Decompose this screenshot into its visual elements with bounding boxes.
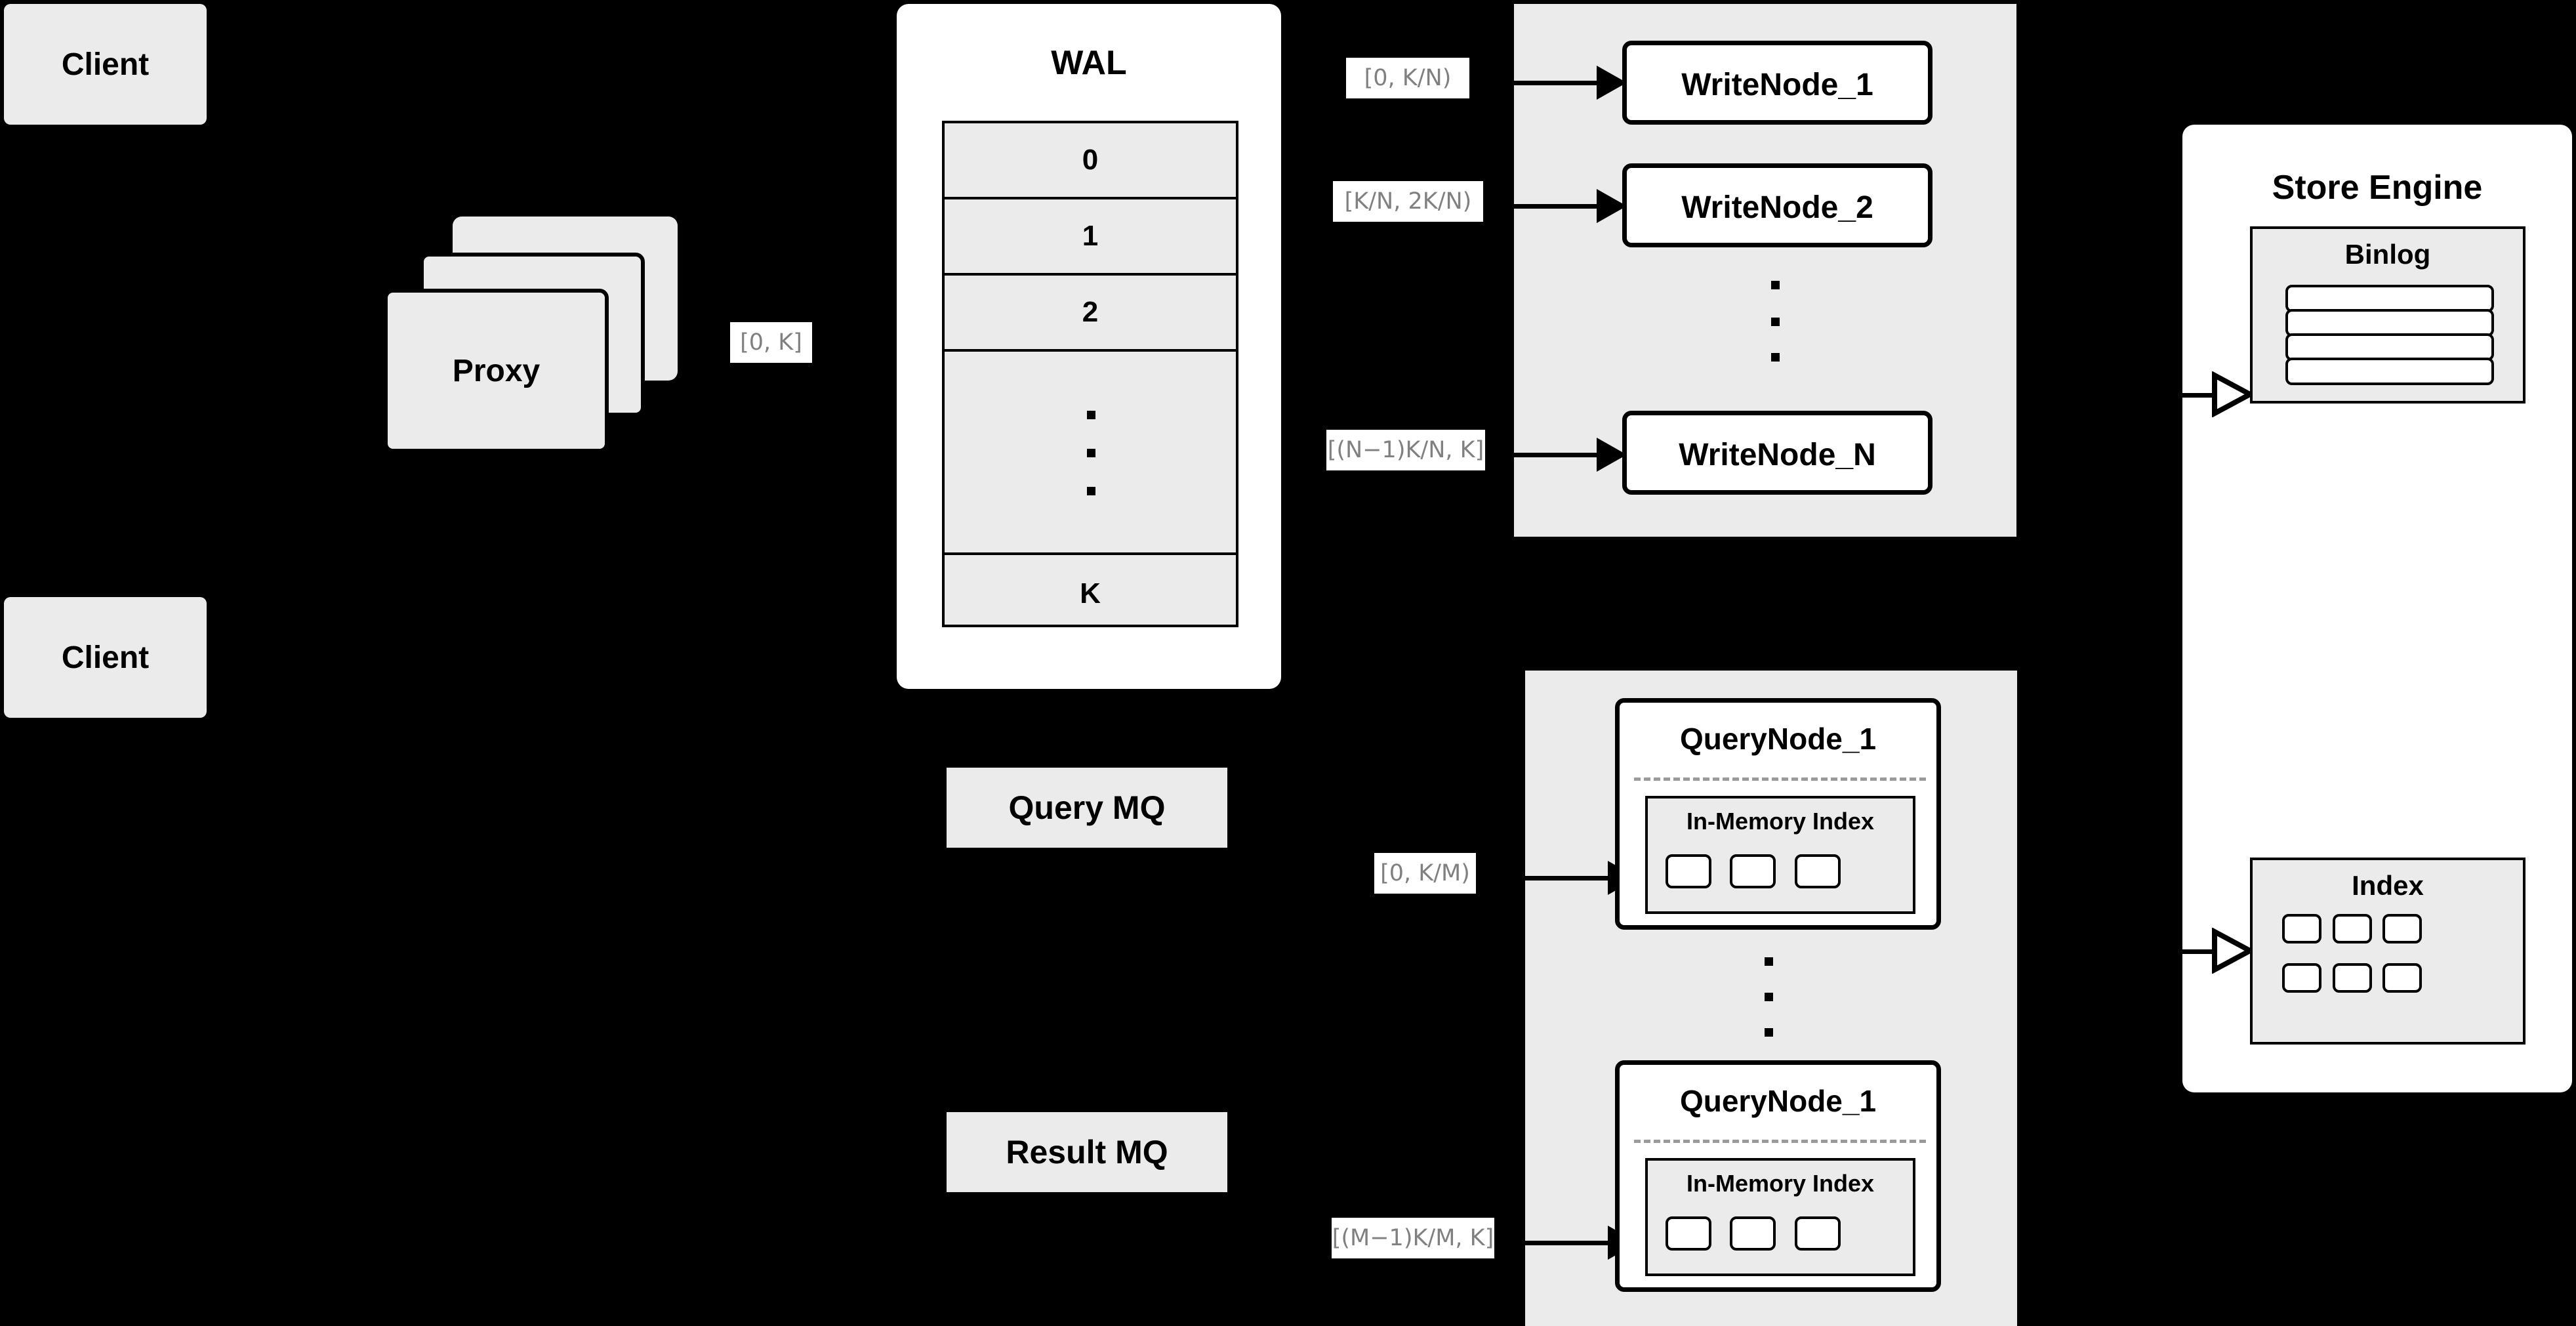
wal-row[interactable]: 1 <box>945 199 1236 276</box>
write-node-n-range-label: [(N−1)K/N, K] <box>1326 430 1485 470</box>
index-cell[interactable] <box>1795 1216 1841 1251</box>
client-label: Client <box>61 640 150 675</box>
wal-table: 0 1 2 K <box>942 121 1238 627</box>
write-node-2-range-label: [K/N, 2K/N) <box>1333 181 1483 222</box>
write-node-2-arrow-head <box>1597 189 1627 223</box>
client-label: Client <box>61 47 150 82</box>
write-node-1-label: WriteNode_1 <box>1681 68 1873 102</box>
in-memory-index-title: In-Memory Index <box>1686 808 1875 835</box>
query-mq-label: Query MQ <box>1008 789 1166 826</box>
write-node-2-label: WriteNode_2 <box>1681 190 1873 225</box>
index-arrow-line <box>2182 949 2215 954</box>
binlog-row[interactable] <box>2285 309 2494 337</box>
query-node-1-arrow-line <box>1525 876 1610 881</box>
query-node-2[interactable]: QueryNode_1 In-Memory Index <box>1615 1060 1941 1292</box>
index-cell[interactable] <box>2333 914 2372 943</box>
write-node-1-arrow-line <box>1514 81 1599 85</box>
write-node-n[interactable]: WriteNode_N <box>1622 411 1932 495</box>
write-node-n-label: WriteNode_N <box>1679 438 1876 472</box>
write-node-n-arrow-line <box>1514 453 1599 457</box>
index-arrow-head <box>2212 928 2253 974</box>
store-engine-title: Store Engine <box>2272 169 2483 207</box>
ellipsis-dot <box>1771 281 1780 289</box>
proxy-range-label: [0, K] <box>730 322 812 363</box>
write-node-1[interactable]: WriteNode_1 <box>1622 41 1932 125</box>
query-node-2-range-label: [(M−1)K/M, K] <box>1332 1218 1494 1258</box>
proxy-label: Proxy <box>452 353 541 388</box>
ellipsis-dot <box>1765 957 1773 966</box>
index-cell[interactable] <box>2382 914 2422 943</box>
ellipsis-dot <box>1771 353 1780 362</box>
index-title: Index <box>2352 870 2424 901</box>
index-cell[interactable] <box>2282 914 2321 943</box>
index-cell[interactable] <box>1666 854 1711 888</box>
query-node-2-label: QueryNode_1 <box>1679 1084 1877 1118</box>
ellipsis-dot <box>1087 449 1095 457</box>
index-cell[interactable] <box>2333 963 2372 993</box>
write-node-n-arrow-head <box>1597 438 1627 472</box>
in-memory-index-title: In-Memory Index <box>1686 1170 1875 1197</box>
query-node-2-arrow-line <box>1525 1241 1610 1245</box>
write-node-1-range-label: [0, K/N) <box>1346 58 1469 98</box>
query-node-1-range-label: [0, K/M) <box>1374 853 1476 894</box>
query-mq-box[interactable]: Query MQ <box>947 768 1227 848</box>
result-mq-box[interactable]: Result MQ <box>947 1112 1227 1192</box>
wal-row[interactable]: 0 <box>945 123 1236 199</box>
binlog-row[interactable] <box>2285 333 2494 361</box>
query-node-1[interactable]: QueryNode_1 In-Memory Index <box>1615 698 1941 930</box>
write-node-1-arrow-head <box>1597 66 1627 100</box>
write-node-2[interactable]: WriteNode_2 <box>1622 163 1932 247</box>
ellipsis-dot <box>1771 318 1780 326</box>
client-box-bottom[interactable]: Client <box>4 597 207 718</box>
result-mq-label: Result MQ <box>1006 1134 1168 1171</box>
query-node-1-separator <box>1634 777 1926 781</box>
index-box: Index <box>2250 858 2525 1045</box>
index-cell[interactable] <box>1795 854 1841 888</box>
wal-row-ellipsis <box>945 352 1236 555</box>
proxy-box[interactable]: Proxy <box>384 289 609 453</box>
wal-row[interactable]: K <box>1080 577 1101 610</box>
index-cell[interactable] <box>1730 1216 1776 1251</box>
index-cell[interactable] <box>1666 1216 1711 1251</box>
ellipsis-dot <box>1765 993 1773 1001</box>
index-cell[interactable] <box>2282 963 2321 993</box>
binlog-box: Binlog <box>2250 226 2525 404</box>
binlog-title: Binlog <box>2344 239 2431 270</box>
query-node-2-separator <box>1634 1140 1926 1143</box>
query-node-2-in-memory-index: In-Memory Index <box>1645 1158 1915 1276</box>
query-node-1-label: QueryNode_1 <box>1679 722 1877 756</box>
client-box-top[interactable]: Client <box>4 4 207 125</box>
ellipsis-dot <box>1087 411 1095 419</box>
index-cell[interactable] <box>2382 963 2422 993</box>
binlog-row[interactable] <box>2285 358 2494 385</box>
write-node-2-arrow-line <box>1514 204 1599 209</box>
binlog-arrow-head <box>2212 371 2253 417</box>
ellipsis-dot <box>1765 1028 1773 1037</box>
wal-row[interactable]: 2 <box>945 276 1236 352</box>
binlog-row[interactable] <box>2285 285 2494 312</box>
binlog-arrow-line <box>2182 393 2215 398</box>
index-cell[interactable] <box>1730 854 1776 888</box>
query-node-1-in-memory-index: In-Memory Index <box>1645 796 1915 914</box>
ellipsis-dot <box>1087 487 1095 495</box>
wal-title: WAL <box>1051 44 1127 82</box>
